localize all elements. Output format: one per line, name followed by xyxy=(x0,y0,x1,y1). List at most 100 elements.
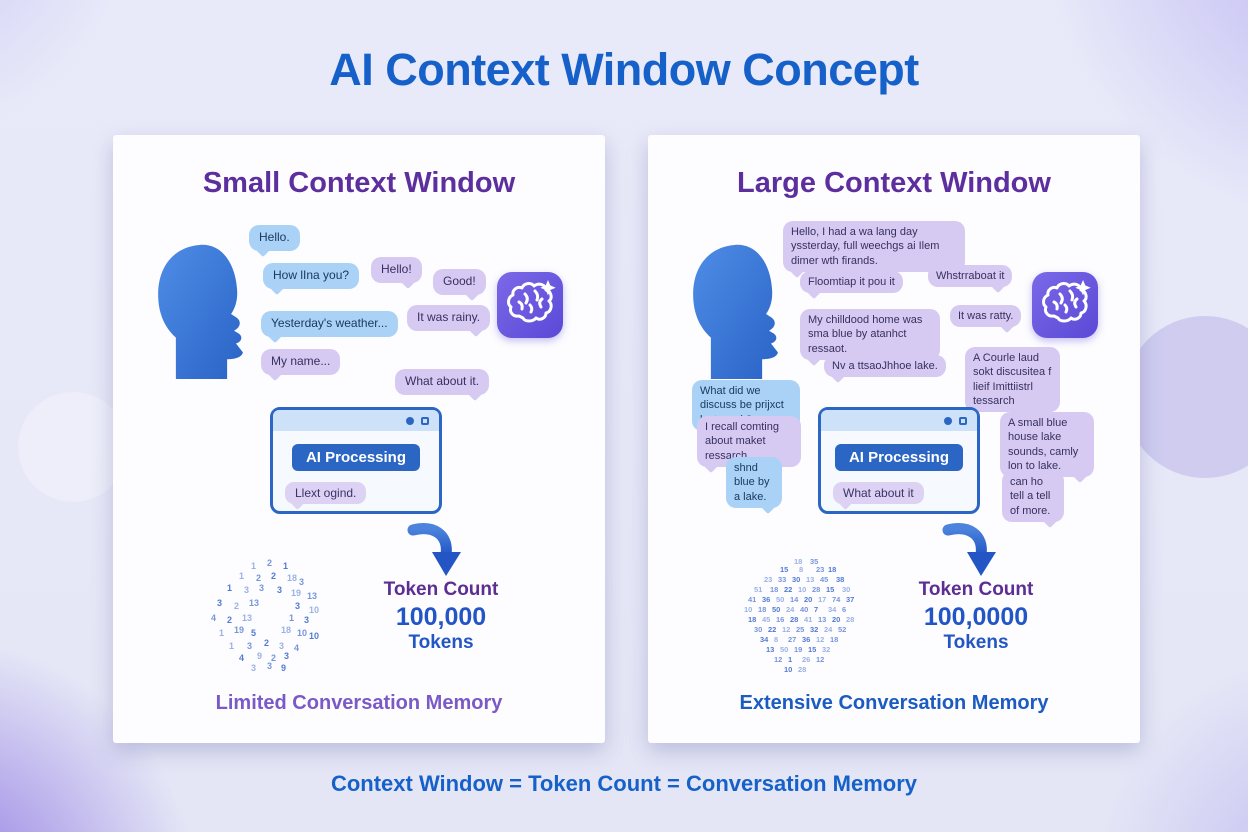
token-number: 3 xyxy=(295,601,301,611)
token-number: 1 xyxy=(788,655,793,664)
panel-title: Large Context Window xyxy=(737,167,1051,199)
token-number: 2 xyxy=(271,571,277,581)
arrow-down-icon xyxy=(942,523,996,576)
token-count-unit: Tokens xyxy=(408,632,474,653)
token-number: 10 xyxy=(798,585,807,594)
token-number: 1 xyxy=(251,561,257,571)
small-context-panel: Small Context Window Hello.How lIna you?… xyxy=(113,135,605,743)
token-number: 23 xyxy=(816,565,825,574)
token-number: 2 xyxy=(256,573,262,583)
window-dot-icon xyxy=(944,416,952,425)
token-number: 1 xyxy=(289,613,295,623)
token-number: 12 xyxy=(782,625,791,634)
token-number: 27 xyxy=(788,635,797,644)
token-number: 13 xyxy=(818,615,827,624)
token-number: 30 xyxy=(792,575,801,584)
token-number: 12 xyxy=(816,655,825,664)
token-number: 3 xyxy=(244,585,250,595)
token-number: 32 xyxy=(810,625,819,634)
token-number: 24 xyxy=(786,605,795,614)
sparkle-icon xyxy=(1075,280,1091,296)
chat-bubble: Yesterday's weather... xyxy=(261,311,398,337)
token-number: 3 xyxy=(299,577,305,587)
ai-brain-icon xyxy=(1032,272,1098,338)
token-number: 1 xyxy=(219,628,225,638)
ai-processing-button: AI Processing xyxy=(291,444,421,471)
chat-bubble-layer: Hello. How lIna you? Hello! Good! Yesterday'… xyxy=(113,135,605,743)
chat-bubble: Good! xyxy=(433,269,486,295)
token-number: 18 xyxy=(281,625,292,635)
token-number: 17 xyxy=(818,595,827,604)
token-number: 41 xyxy=(804,615,813,624)
window-titlebar xyxy=(821,410,977,431)
token-number: 3 xyxy=(304,615,310,625)
token-number: 23 xyxy=(764,575,773,584)
token-number: 1 xyxy=(239,571,245,581)
token-number: 33 xyxy=(778,575,787,584)
token-number: 14 xyxy=(790,595,799,604)
ai-processing-window: AI Processing What about it xyxy=(818,407,980,514)
token-number: 22 xyxy=(768,625,777,634)
token-number: 10 xyxy=(784,665,793,674)
chat-bubble: What about it. xyxy=(395,369,490,395)
token-number: 28 xyxy=(812,585,821,594)
token-number: 13 xyxy=(307,591,318,601)
token-number: 1 xyxy=(229,641,235,651)
token-number: 18 xyxy=(758,605,767,614)
token-number: 9 xyxy=(281,663,287,673)
token-count-label: Token Count xyxy=(918,579,1034,600)
chat-bubble: It was ratty. xyxy=(950,305,1022,328)
arrow-down-icon xyxy=(407,523,461,576)
token-number: 3 xyxy=(251,663,257,673)
token-number: 36 xyxy=(802,635,811,644)
token-number: 20 xyxy=(832,615,841,624)
token-number: 15 xyxy=(780,565,789,574)
token-number: 1 xyxy=(227,583,233,593)
chat-bubble: Floomtiap it pou it xyxy=(800,271,903,294)
token-number: 3 xyxy=(267,661,273,671)
chat-bubble: Nv a ttsaoJhhoe lake. xyxy=(824,355,946,378)
token-number: 1 xyxy=(283,561,289,571)
chat-bubble: How lIna you? xyxy=(263,263,360,289)
token-number: 18 xyxy=(794,557,803,566)
token-number: 34 xyxy=(828,605,837,614)
token-number: 35 xyxy=(810,557,819,566)
token-number: 24 xyxy=(824,625,833,634)
window-square-icon xyxy=(421,416,429,425)
footer-equation: Context Window = Token Count = Conversat… xyxy=(330,771,918,796)
token-number: 2 xyxy=(267,558,273,568)
chat-bubble: I recall comting about maket ressarch xyxy=(697,416,801,467)
token-number: 3 xyxy=(284,651,290,661)
token-number: 4 xyxy=(294,643,300,653)
token-number: 32 xyxy=(822,645,831,654)
chat-bubble: Hello. xyxy=(249,225,300,251)
token-number: 19 xyxy=(234,625,245,635)
token-number: 45 xyxy=(762,615,771,624)
token-number: 20 xyxy=(804,595,813,604)
chat-bubble-layer: Hello, I had a wa lang day yssterday, fu… xyxy=(648,135,1140,743)
token-count-block: Token Count 100,000 Tokens xyxy=(361,579,521,654)
token-number: 13 xyxy=(766,645,775,654)
token-number: 9 xyxy=(257,651,263,661)
token-number: 41 xyxy=(748,595,757,604)
window-square-icon xyxy=(959,416,967,425)
token-number: 2 xyxy=(271,653,277,663)
page-title: AI Context Window Concept xyxy=(329,44,919,95)
token-number: 15 xyxy=(808,645,817,654)
memory-caption: Extensive Conversation Memory xyxy=(739,692,1049,714)
token-number: 12 xyxy=(816,635,825,644)
window-dot-icon xyxy=(406,416,414,425)
token-number: 13 xyxy=(806,575,815,584)
token-number: 13 xyxy=(242,613,253,623)
token-number: 13 xyxy=(249,598,260,608)
token-number: 50 xyxy=(772,605,781,614)
chat-bubble: Hello! xyxy=(371,257,422,283)
token-number: 4 xyxy=(239,653,245,663)
chat-bubble: A small blue house lake sounds, camly lo… xyxy=(1000,412,1094,478)
chat-bubble: can ho tell a tell of more. xyxy=(1002,471,1064,522)
token-number: 28 xyxy=(798,665,807,674)
token-number: 2 xyxy=(234,601,240,611)
token-count-value: 100,000 xyxy=(395,603,487,631)
token-number: 5 xyxy=(251,628,257,638)
